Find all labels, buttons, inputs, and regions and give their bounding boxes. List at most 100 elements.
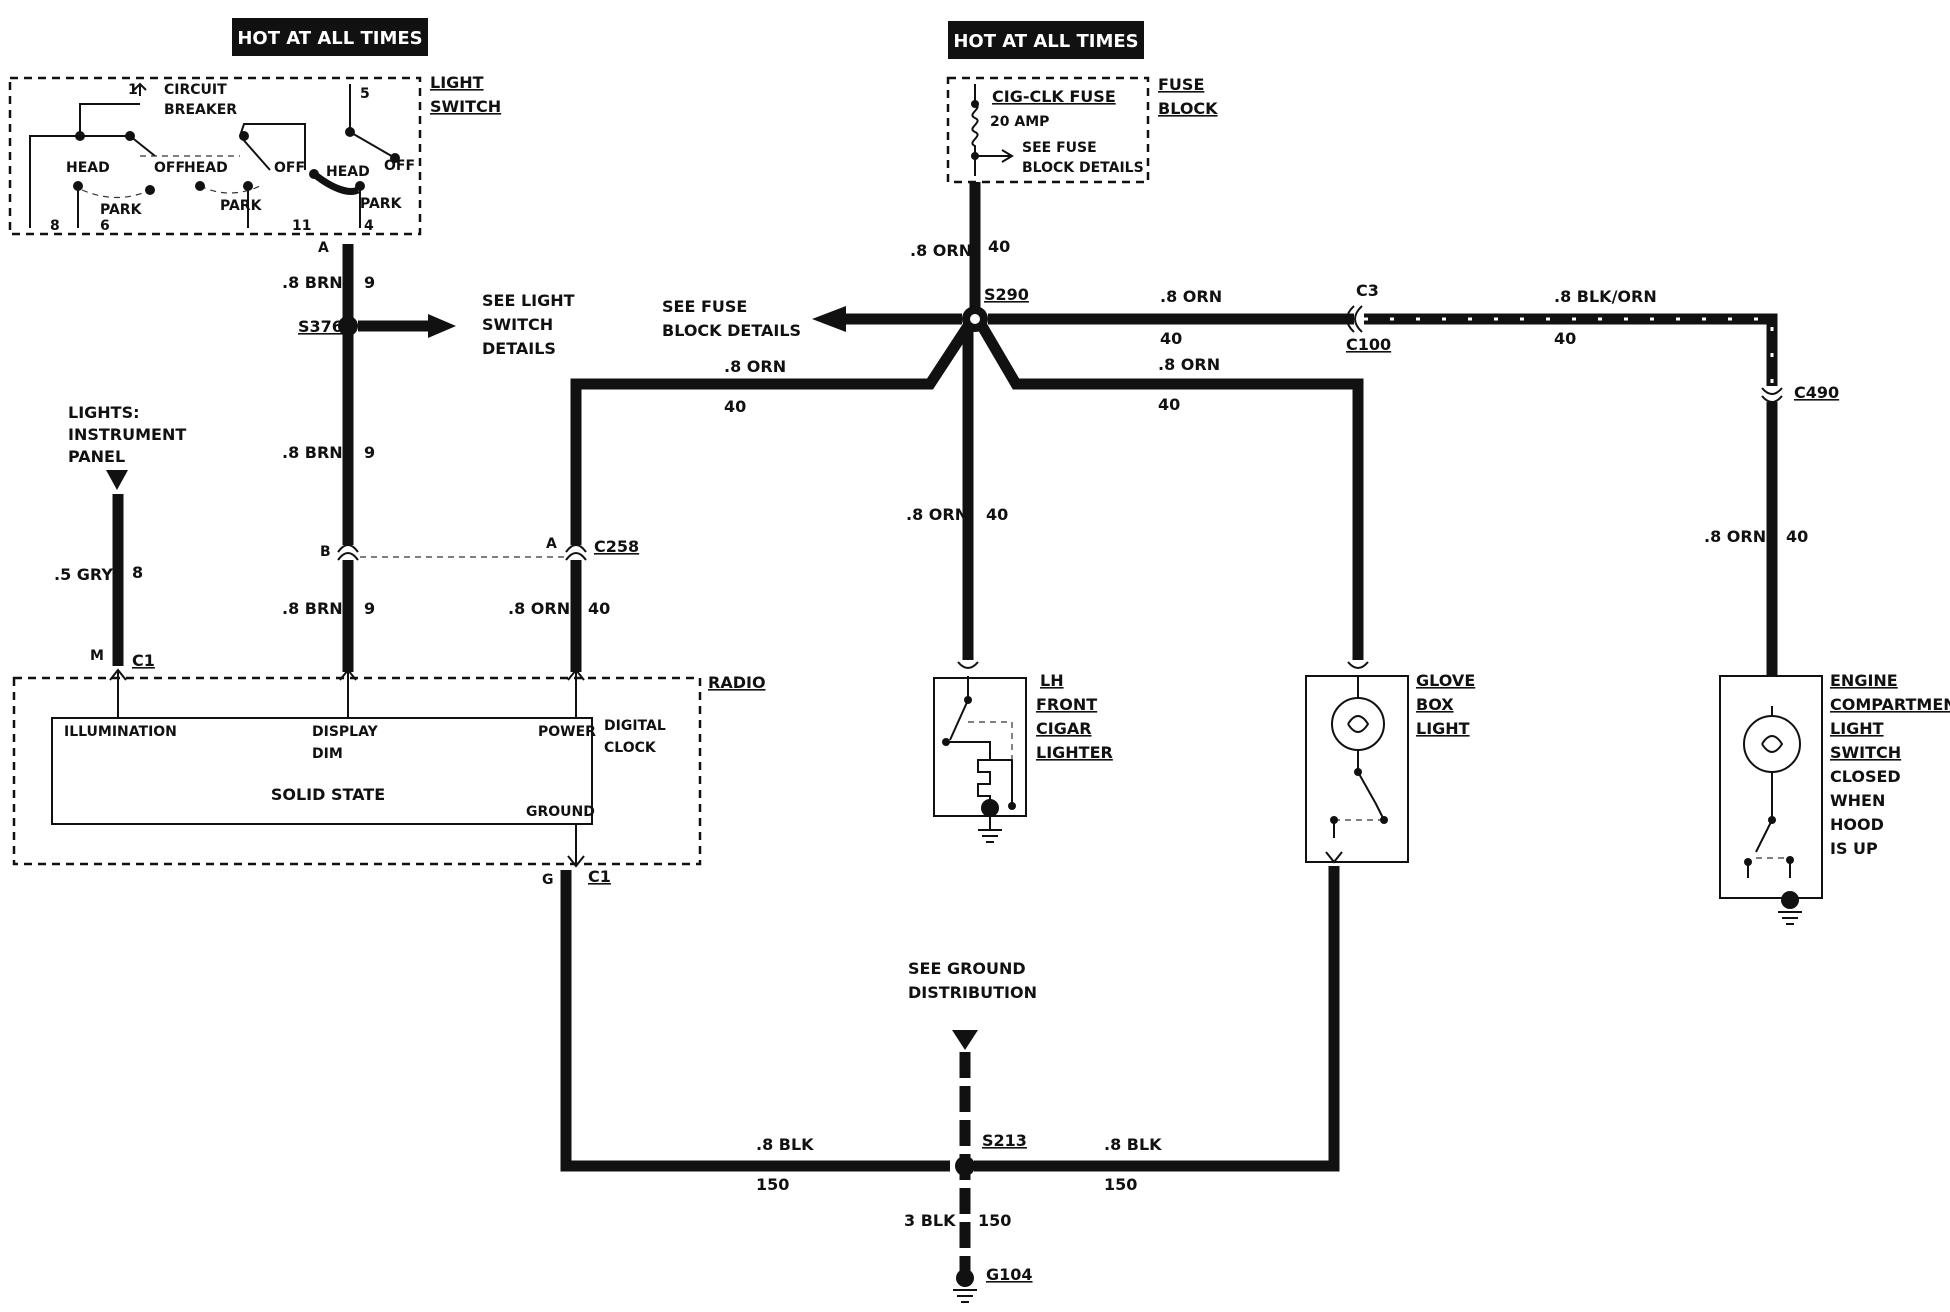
light-switch-title-2: SWITCH xyxy=(430,97,501,116)
see-light-2: SWITCH xyxy=(482,315,553,334)
terminal-6: 6 xyxy=(100,218,110,234)
see-light-arrow-icon xyxy=(428,314,456,338)
pos-off-1: OFF xyxy=(154,160,185,176)
lights-ip-1: LIGHTS: xyxy=(68,403,140,422)
terminal-11: 11 xyxy=(292,218,311,234)
cigar-3: CIGAR xyxy=(1036,719,1092,738)
see-light-1: SEE LIGHT xyxy=(482,291,575,310)
see-ground-2: DISTRIBUTION xyxy=(908,983,1037,1002)
cigar-1: LH xyxy=(1040,671,1064,690)
lights-ip-2: INSTRUMENT xyxy=(68,425,186,444)
splice-s290-label: S290 xyxy=(984,285,1029,304)
pos-off-2: OFF xyxy=(274,160,305,176)
radio-digital-2: CLOCK xyxy=(604,740,657,756)
glove-1: GLOVE xyxy=(1416,671,1475,690)
radio: RADIO ILLUMINATION DISPLAY DIM POWER DIG… xyxy=(12,668,766,868)
wire-brn-top-size: .8 BRN xyxy=(282,273,343,292)
radio-power: POWER xyxy=(538,724,596,740)
see-fuse-arrow-icon xyxy=(812,306,846,332)
circuit-breaker-label-1: CIRCUIT xyxy=(164,82,227,98)
ground-g104-label: G104 xyxy=(986,1265,1033,1284)
cigar-lighter: LH FRONT CIGAR LIGHTER xyxy=(933,661,1113,843)
fuse-block-title-1: FUSE xyxy=(1158,75,1204,94)
radio-illumination: ILLUMINATION xyxy=(64,724,177,740)
c100-label: C100 xyxy=(1346,335,1391,354)
engine-6: WHEN xyxy=(1830,791,1885,810)
lights-ip-arrow-icon xyxy=(106,470,128,490)
engine-8: IS UP xyxy=(1830,839,1878,858)
engine-7: HOOD xyxy=(1830,815,1884,834)
c490-symbol xyxy=(1761,387,1783,403)
engine-compartment-light: ENGINE COMPARTMENT LIGHT SWITCH CLOSED W… xyxy=(1719,671,1950,925)
terminal-8: 8 xyxy=(50,218,60,234)
wire-blk-right xyxy=(974,866,1340,1172)
c1-top-pin: M xyxy=(90,648,104,664)
radio-inner-box xyxy=(51,717,593,825)
terminal-5: 5 xyxy=(360,86,370,102)
radio-display-1: DISPLAY xyxy=(312,724,379,740)
glove-bulb-icon xyxy=(1331,697,1385,751)
hot-tag-left-text: HOT AT ALL TIMES xyxy=(237,28,422,49)
c1-bottom-label: C1 xyxy=(588,867,611,886)
light-switch-title-1: LIGHT xyxy=(430,73,484,92)
see-fuse-2: BLOCK DETAILS xyxy=(662,321,801,340)
engine-2: COMPARTMENT xyxy=(1830,695,1950,714)
fuse-note-1: SEE FUSE xyxy=(1022,140,1097,156)
wire-orn-cigar-size: .8 ORN xyxy=(906,505,968,524)
cigar-ground-icon xyxy=(978,817,1002,843)
radio-solid-state: SOLID STATE xyxy=(271,785,385,804)
terminal-1: 1 xyxy=(128,82,138,98)
wire-brn-mid-circuit: 9 xyxy=(364,443,375,462)
glove-box-light: GLOVE BOX LIGHT xyxy=(1305,661,1475,864)
engine-1: ENGINE xyxy=(1830,671,1898,690)
wire-brn-low-size: .8 BRN xyxy=(282,599,343,618)
wire-orn-engine-circuit: 40 xyxy=(1786,527,1808,546)
fuse-block-title-2: BLOCK xyxy=(1158,99,1218,118)
engine-ground-icon xyxy=(1778,911,1802,925)
c258-b-symbol xyxy=(337,544,359,561)
fuse-rating: 20 AMP xyxy=(990,114,1049,130)
see-ground-arrow-icon xyxy=(952,1030,978,1050)
engine-bulb-icon xyxy=(1743,715,1801,773)
see-light-3: DETAILS xyxy=(482,339,556,358)
pos-park-3: PARK xyxy=(360,196,403,212)
pos-park-2: PARK xyxy=(220,198,263,214)
radio-outer-box xyxy=(12,676,702,866)
wire-orn-glove-top xyxy=(977,323,1364,660)
wire-orn-radio-top-circuit: 40 xyxy=(724,397,746,416)
wire-blk-ground-size: 3 BLK xyxy=(904,1211,956,1230)
splice-s213-dot xyxy=(955,1156,975,1176)
c1-bottom-pin: G xyxy=(542,872,554,888)
cigar-2: FRONT xyxy=(1036,695,1097,714)
hot-tag-right-text: HOT AT ALL TIMES xyxy=(953,31,1138,52)
splice-s376-label: S376 xyxy=(298,317,343,336)
lights-ip-3: PANEL xyxy=(68,447,125,466)
wire-orn-engine-size: .8 ORN xyxy=(1704,527,1766,546)
engine-light-box xyxy=(1719,675,1823,899)
switch-contacts xyxy=(29,82,400,228)
engine-4: SWITCH xyxy=(1830,743,1901,762)
wire-blk-ground-circuit: 150 xyxy=(978,1211,1011,1230)
fuse-block: CIG-CLK FUSE 20 AMP SEE FUSE BLOCK DETAI… xyxy=(946,75,1218,184)
pos-head-2: HEAD xyxy=(184,160,228,176)
terminal-4: 4 xyxy=(364,218,374,234)
wire-blk-orn xyxy=(1364,313,1778,386)
light-switch-box xyxy=(8,76,422,236)
radio-title: RADIO xyxy=(708,673,766,692)
radio-ground: GROUND xyxy=(526,804,595,820)
wire-orn-right-size: .8 ORN xyxy=(1160,287,1222,306)
fuse-note-2: BLOCK DETAILS xyxy=(1022,160,1144,176)
fuse-name: CIG-CLK FUSE xyxy=(992,87,1116,106)
wire-blk-right-size: .8 BLK xyxy=(1104,1135,1162,1154)
wire-blk-left-circuit: 150 xyxy=(756,1175,789,1194)
glove-2: BOX xyxy=(1416,695,1454,714)
wire-orn-fuse-size: .8 ORN xyxy=(910,241,972,260)
wire-orn-glove-top-circuit: 40 xyxy=(1158,395,1180,414)
radio-display-2: DIM xyxy=(312,746,343,762)
hot-tag-left: HOT AT ALL TIMES xyxy=(232,18,428,56)
wire-orn-glove-top-size: .8 ORN xyxy=(1158,355,1220,374)
splice-s213-label: S213 xyxy=(982,1131,1027,1150)
wire-orn-fuse-circuit: 40 xyxy=(988,237,1010,256)
wire-gry-circuit: 8 xyxy=(132,563,143,582)
wire-brn-low-circuit: 9 xyxy=(364,599,375,618)
